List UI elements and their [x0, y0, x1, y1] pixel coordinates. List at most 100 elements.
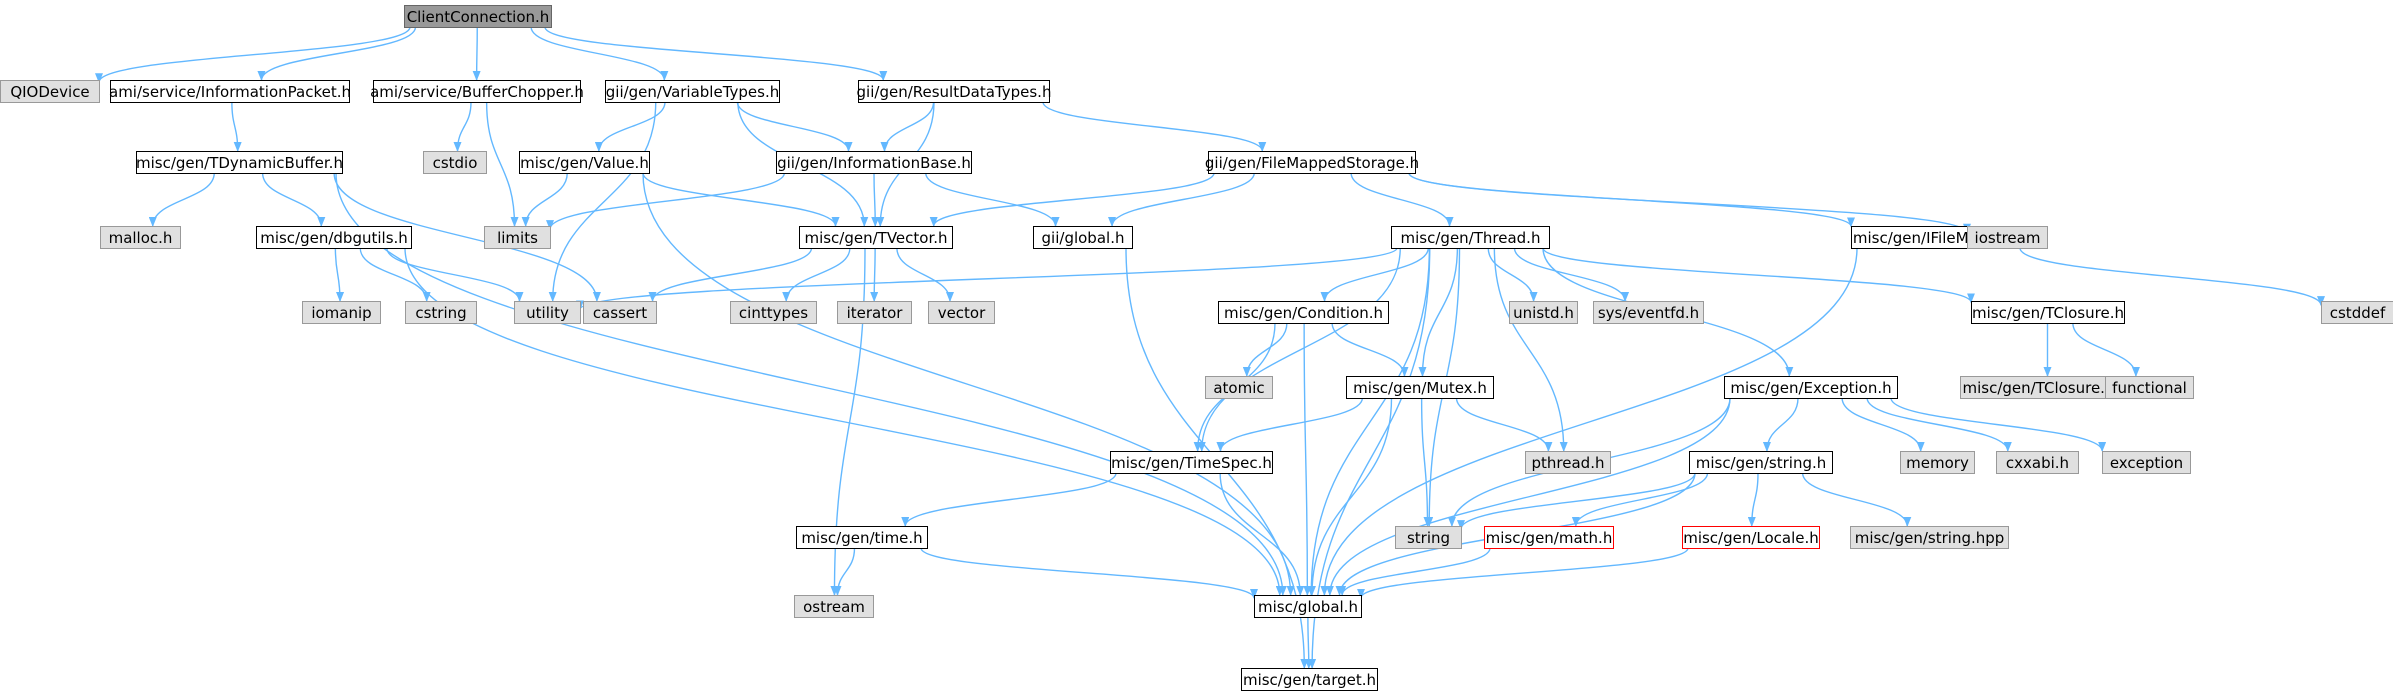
node-utility[interactable]: utility [514, 301, 581, 324]
node-time[interactable]: misc/gen/time.h [796, 526, 928, 549]
node-label: ostream [803, 598, 865, 616]
node-condition[interactable]: misc/gen/Condition.h [1218, 301, 1389, 324]
node-box [1967, 226, 2048, 249]
node-locale[interactable]: misc/gen/Locale.h [1682, 526, 1820, 549]
node-exception[interactable]: misc/gen/Exception.h [1724, 376, 1898, 399]
node-functional[interactable]: functional [2105, 376, 2194, 399]
node-resultdatatypes[interactable]: gii/gen/ResultDataTypes.h [857, 80, 1052, 103]
node-tdynamicbuffer[interactable]: misc/gen/TDynamicBuffer.h [136, 151, 343, 174]
edge-exception-to-miscglobal [1325, 397, 1731, 596]
node-label: misc/gen/TClosure.h [1972, 304, 2124, 322]
node-label: misc/global.h [1258, 598, 1358, 616]
edge-variabletypes-to-informationbase [736, 101, 853, 152]
node-label: cassert [593, 304, 647, 322]
node-ostream[interactable]: ostream [794, 595, 874, 618]
edge-thread-to-pthread [1493, 247, 1568, 452]
node-tclosure[interactable]: misc/gen/TClosure.h [1971, 301, 2125, 324]
node-label: cxxabi.h [2006, 454, 2069, 472]
node-label: cinttypes [739, 304, 808, 322]
node-thread[interactable]: misc/gen/Thread.h [1391, 226, 1550, 249]
node-giiglobal[interactable]: gii/global.h [1033, 226, 1133, 249]
node-target[interactable]: misc/gen/target.h [1241, 668, 1378, 691]
node-informationpacket[interactable]: ami/service/InformationPacket.h [109, 80, 351, 103]
node-label: limits [497, 229, 538, 247]
node-limits[interactable]: limits [484, 226, 551, 249]
edge-resultdatatypes-to-informationbase [880, 101, 935, 152]
node-bufferchopper[interactable]: ami/service/BufferChopper.h [370, 80, 584, 103]
edge-condition-to-miscglobal [1303, 322, 1312, 596]
node-box [1509, 301, 1578, 324]
node-label: memory [1906, 454, 1969, 472]
node-miscglobal[interactable]: misc/global.h [1254, 595, 1362, 618]
node-stringhpp[interactable]: misc/gen/string.hpp [1850, 526, 2009, 549]
edge-condition-to-mutex [1331, 322, 1409, 377]
node-box [1593, 301, 1704, 324]
node-label: ClientConnection.h [407, 8, 550, 26]
node-box [136, 151, 343, 174]
node-box [1850, 526, 2009, 549]
node-iomanip[interactable]: iomanip [302, 301, 381, 324]
node-box [1205, 376, 1273, 399]
node-label: misc/gen/time.h [801, 529, 922, 547]
node-cstdio[interactable]: cstdio [423, 151, 487, 174]
node-tvector[interactable]: misc/gen/TVector.h [799, 226, 953, 249]
node-string[interactable]: string [1395, 526, 1462, 549]
node-box [796, 526, 928, 549]
node-cxxabi[interactable]: cxxabi.h [1996, 451, 2079, 474]
node-box [1254, 595, 1362, 618]
node-box [519, 151, 650, 174]
edge-filemappedstorage-to-thread [1350, 172, 1454, 227]
node-vector[interactable]: vector [928, 301, 995, 324]
node-cstddef[interactable]: cstddef [2321, 301, 2393, 324]
edge-informationbase-to-limits [546, 172, 786, 231]
node-stdexception[interactable]: exception [2102, 451, 2191, 474]
edges-layer [95, 26, 2325, 669]
node-malloc[interactable]: malloc.h [100, 226, 181, 249]
edge-mutex-to-pthread [1455, 397, 1553, 452]
node-cinttypes[interactable]: cinttypes [730, 301, 817, 324]
edge-locale-to-miscglobal [1357, 547, 1689, 599]
node-box [794, 595, 874, 618]
node-informationbase[interactable]: gii/gen/InformationBase.h [776, 151, 972, 174]
node-box [776, 151, 972, 174]
node-qiodevice[interactable]: QIODevice [0, 80, 100, 103]
edge-tdynamicbuffer-to-cassert [333, 172, 601, 302]
node-mutex[interactable]: misc/gen/Mutex.h [1346, 376, 1494, 399]
edge-variabletypes-to-utility [548, 101, 657, 302]
node-unistd[interactable]: unistd.h [1509, 301, 1578, 324]
node-box [1110, 451, 1273, 474]
edge-dbgutils-to-utility [386, 247, 524, 302]
node-timespec[interactable]: misc/gen/TimeSpec.h [1110, 451, 1273, 474]
node-variabletypes[interactable]: gii/gen/VariableTypes.h [605, 80, 780, 103]
edge-tvector-to-iterator [870, 247, 879, 302]
node-box [256, 226, 412, 249]
node-clientconnection[interactable]: ClientConnection.h [404, 5, 552, 28]
node-box [1724, 376, 1898, 399]
edge-thread-to-target [1308, 247, 1431, 669]
node-box [404, 5, 552, 28]
node-math[interactable]: misc/gen/math.h [1484, 526, 1614, 549]
node-memory[interactable]: memory [1900, 451, 1975, 474]
node-iostream[interactable]: iostream [1967, 226, 2048, 249]
node-cassert[interactable]: cassert [583, 301, 657, 324]
node-atomic[interactable]: atomic [1205, 376, 1273, 399]
edge-condition-to-atomic [1242, 322, 1288, 377]
node-tclosurehpp[interactable]: misc/gen/TClosure.hpp [1960, 376, 2136, 399]
node-label: misc/gen/TimeSpec.h [1111, 454, 1272, 472]
node-box [2102, 451, 2191, 474]
node-label: unistd.h [1513, 304, 1574, 322]
node-dbgutils[interactable]: misc/gen/dbgutils.h [256, 226, 412, 249]
edge-value-to-miscglobal [642, 172, 1295, 596]
node-filemappedstorage[interactable]: gii/gen/FileMappedStorage.h [1205, 151, 1419, 174]
node-cstring[interactable]: cstring [405, 301, 477, 324]
node-value[interactable]: misc/gen/Value.h [519, 151, 650, 174]
node-eventfd[interactable]: sys/eventfd.h [1593, 301, 1704, 324]
node-label: misc/gen/TClosure.hpp [1962, 379, 2133, 397]
node-miscstring[interactable]: misc/gen/string.h [1689, 451, 1833, 474]
node-pthread[interactable]: pthread.h [1525, 451, 1611, 474]
node-iterator[interactable]: iterator [837, 301, 912, 324]
node-box [605, 80, 780, 103]
edge-tdynamicbuffer-to-miscglobal [335, 172, 1287, 596]
node-box [1391, 226, 1550, 249]
edge-bufferchopper-to-cstdio [453, 101, 472, 152]
